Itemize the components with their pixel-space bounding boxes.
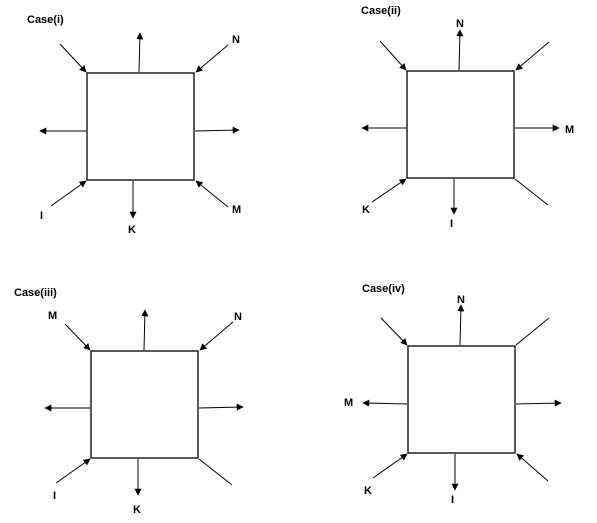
- case-4-square: [407, 345, 516, 454]
- case-1-label-m: M: [232, 204, 241, 216]
- case-4-label-k: K: [364, 485, 372, 497]
- case-4-arrow-top-left: [380, 317, 408, 346]
- case-1-label-k: K: [128, 224, 136, 236]
- case-4-arrow-bottom-left: [372, 453, 408, 479]
- case-1-square: [86, 72, 195, 181]
- case-3-arrow-top-right: [199, 321, 234, 351]
- case-4-panel: Case(iv) N M K I: [344, 283, 562, 506]
- case-3-title: Case(iii): [14, 287, 57, 299]
- case-1-label-i: I: [40, 210, 43, 222]
- case-3-label-k: K: [133, 504, 141, 516]
- case-1-arrow-top: [136, 32, 144, 73]
- case-3-arrow-right: [198, 403, 244, 411]
- case-4-arrow-left: [362, 399, 408, 407]
- case-1-arrow-bottom-left: [50, 180, 87, 207]
- case-1-arrow-bottom-right: [195, 180, 229, 208]
- case-2-label-i: I: [450, 218, 453, 230]
- case-4-arrow-right: [515, 399, 562, 407]
- case-2-square: [406, 70, 515, 179]
- case-4-label-n: N: [457, 294, 465, 306]
- case-3-square: [90, 350, 199, 459]
- case-2-arrow-bottom-right: [514, 178, 549, 206]
- case-1-arrow-top-right: [195, 44, 229, 73]
- case-4-title: Case(iv): [362, 283, 405, 295]
- case-1-label-n: N: [232, 34, 240, 46]
- case-2-arrow-bottom-left: [371, 178, 407, 203]
- case-1-panel: Case(i) N M I K: [27, 14, 241, 236]
- case-4-label-i: I: [451, 494, 454, 506]
- case-1-arrow-right: [194, 126, 240, 134]
- case-1-arrow-top-left: [59, 43, 87, 73]
- case-4-arrow-top-right: [515, 317, 550, 346]
- case-3-arrow-top-left: [64, 323, 91, 351]
- case-1-title: Case(i): [27, 14, 64, 26]
- case-2-arrow-top: [456, 29, 464, 71]
- case-2-arrow-top-left: [379, 40, 407, 71]
- case-4-label-m: M: [344, 397, 353, 409]
- case-3-arrow-bottom-left: [55, 458, 91, 484]
- case-2-label-k: K: [362, 204, 370, 216]
- case-2-arrow-top-right: [515, 41, 550, 71]
- case-3-label-m: M: [48, 310, 57, 322]
- case-3-arrow-bottom-right: [198, 458, 233, 486]
- case-3-label-n: N: [234, 311, 242, 323]
- case-2-label-m: M: [565, 124, 574, 136]
- case-3-arrow-top: [141, 309, 149, 351]
- case-2-label-n: N: [456, 18, 464, 30]
- case-4-arrow-bottom-right: [516, 453, 549, 482]
- case-3-panel: Case(iii) M N I K: [14, 287, 244, 516]
- case-2-panel: Case(ii) N M K I: [361, 5, 574, 230]
- case-4-arrow-top: [457, 304, 465, 346]
- case-3-label-i: I: [53, 490, 56, 502]
- case-2-title: Case(ii): [361, 5, 401, 17]
